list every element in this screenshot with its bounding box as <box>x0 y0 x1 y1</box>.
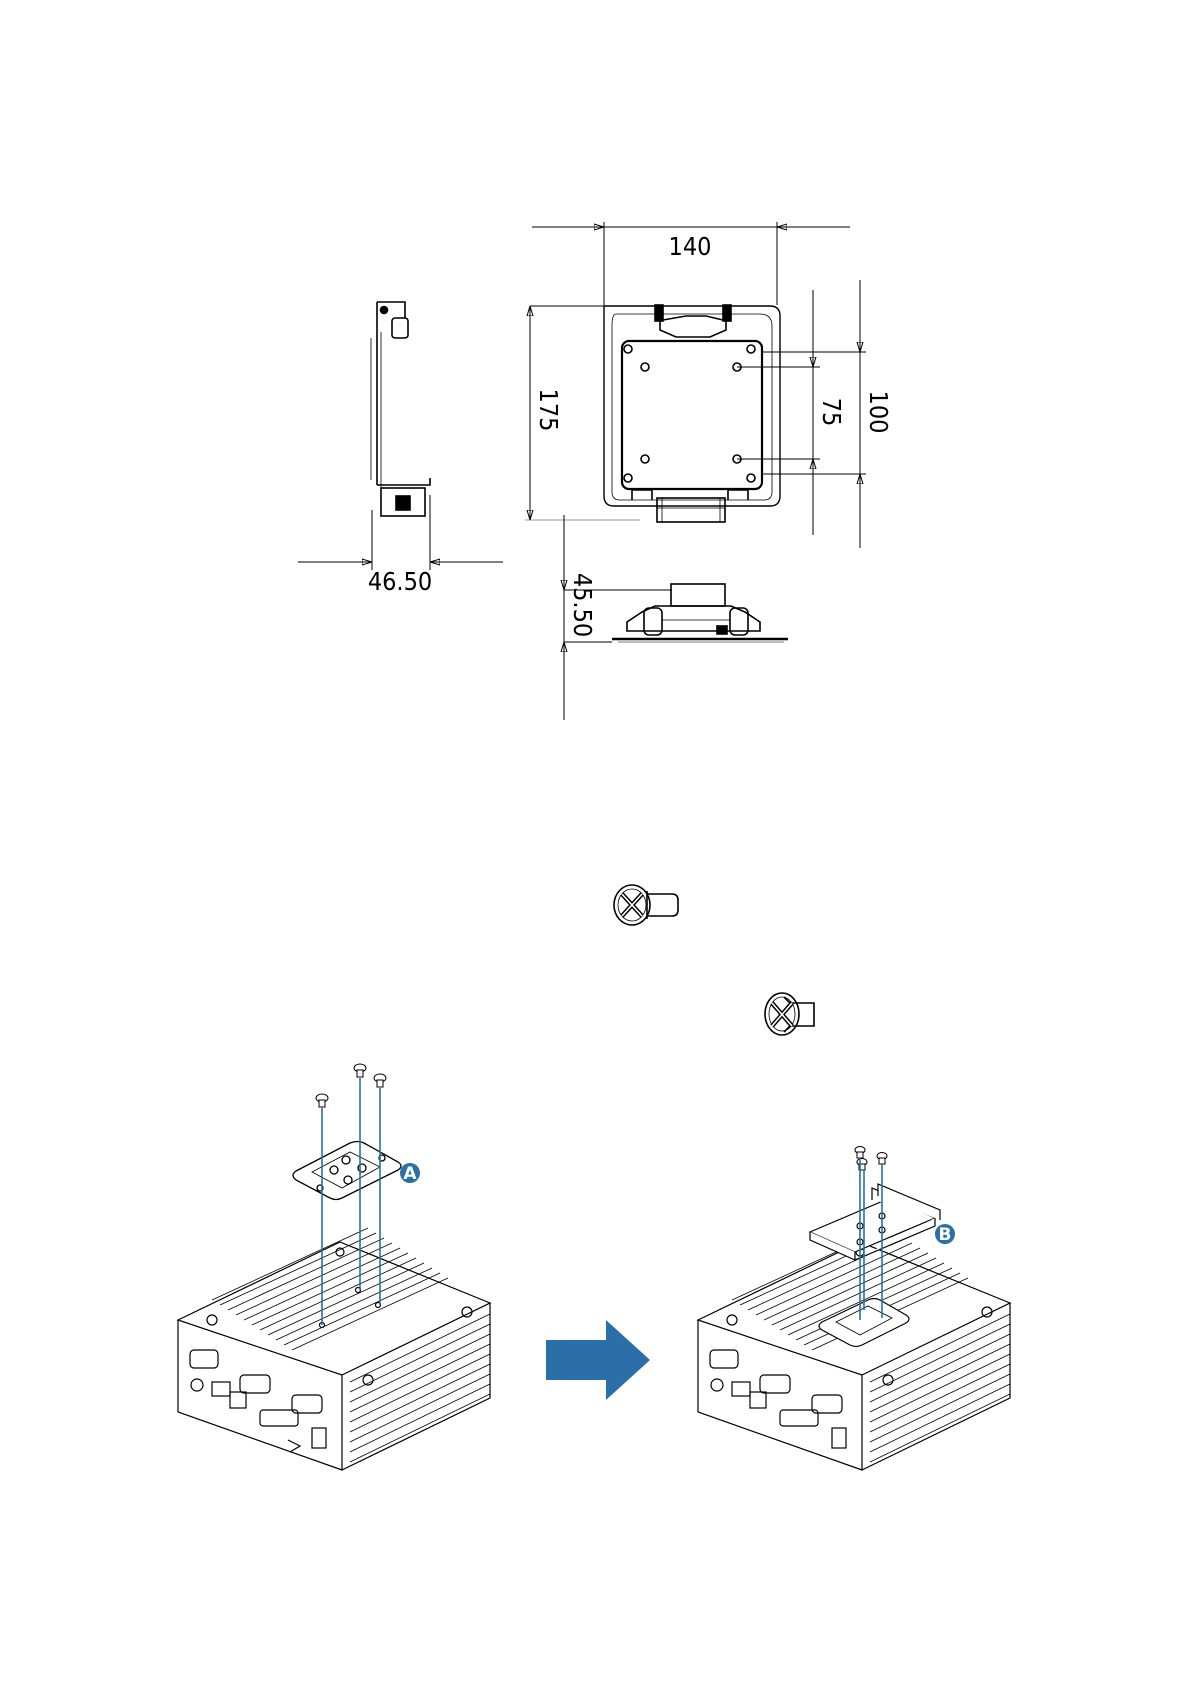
callout-a: A <box>400 1163 420 1184</box>
device-right-assembly <box>698 1228 1010 1470</box>
dimension-height-label: 175 <box>534 389 563 432</box>
bracket-side-view <box>371 302 430 516</box>
bracket-front-view <box>604 305 780 522</box>
right-arrow-icon <box>546 1320 650 1400</box>
vesa-plate-a <box>293 1142 401 1200</box>
dimension-vesa-75 <box>737 290 820 535</box>
callout-b-label: B <box>939 1225 952 1245</box>
dimension-vesa-100-label: 100 <box>864 391 893 434</box>
phillips-flat-head-screw-icon <box>765 993 814 1035</box>
dimension-bottom-depth-label: 45.50 <box>568 573 597 637</box>
dimension-side-depth-label: 46.50 <box>368 567 432 596</box>
dimension-vesa-100 <box>762 280 866 548</box>
callout-b: B <box>935 1224 955 1245</box>
screws-a <box>316 1064 386 1107</box>
phillips-pan-head-screw-icon <box>614 885 678 925</box>
dimension-vesa-75-label: 75 <box>817 398 846 427</box>
dimension-width-label: 140 <box>669 232 712 261</box>
bracket-bottom-view <box>612 584 788 642</box>
callout-a-label: A <box>403 1164 417 1184</box>
device-left-assembly <box>178 1228 490 1470</box>
